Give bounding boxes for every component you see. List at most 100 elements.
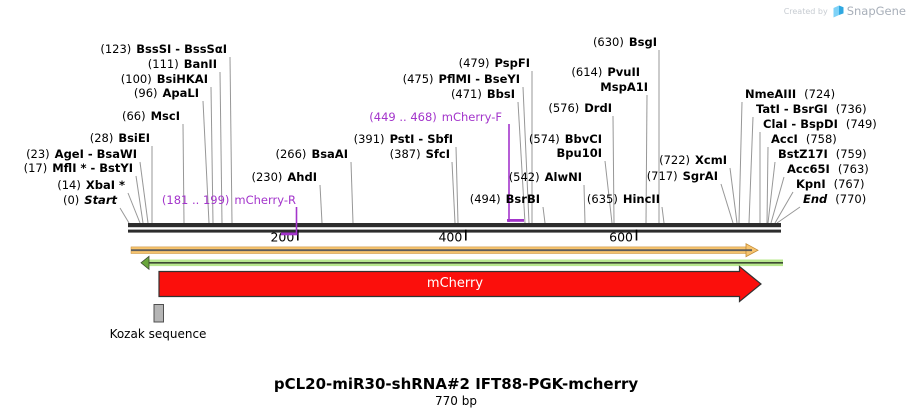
connector-line-end <box>776 206 801 224</box>
enzyme-position: (449 .. 468) <box>369 110 437 124</box>
enzyme-label-mfli-bstyi: (17) MflI * - BstYI <box>24 161 133 176</box>
enzyme-position: (759) <box>835 147 867 161</box>
connector-line-bsrbi <box>542 206 546 224</box>
enzyme-position: AccI <box>771 132 798 146</box>
enzyme-position: (763) <box>837 162 869 176</box>
enzyme-position: BstZ17I <box>778 147 828 161</box>
enzyme-position: (181 .. 199) <box>161 193 230 207</box>
enzyme-label-msci: (66)MscI <box>122 109 180 124</box>
enzyme-position: (614) <box>571 65 603 79</box>
enzyme-name: BsaAI <box>311 147 348 161</box>
sequence-bar-bottom <box>128 229 781 233</box>
enzyme-label-pvuii: (614) PvuII <box>571 65 640 80</box>
enzyme-label-clai-bspdi: ClaI - BspDI(749) <box>763 117 877 132</box>
connector-line-ahdi <box>319 184 323 224</box>
enzyme-label-sfci: (387)SfcI <box>390 147 450 162</box>
enzyme-position: (717) <box>646 169 678 183</box>
enzyme-name: AgeI - BsaWI <box>54 147 137 161</box>
connector-line-bbsi <box>517 101 526 224</box>
enzyme-position: (100) <box>120 72 152 86</box>
enzyme-position: (0) <box>62 193 80 207</box>
enzyme-name: SgrAI <box>682 169 718 183</box>
enzyme-position: (494) <box>469 192 501 206</box>
enzyme-position: (479) <box>458 56 490 70</box>
kozak-sequence-label: Kozak sequence <box>109 327 207 341</box>
connector-line-sfci <box>451 161 456 224</box>
enzyme-label-start: (0) Start <box>63 193 117 208</box>
enzyme-name: PvuII <box>607 65 640 79</box>
map-title: pCL20-miR30-shRNA#2 IFT88-PGK-mcherry <box>273 375 639 393</box>
enzyme-label-pspfi: (479) PspFI <box>459 56 530 71</box>
enzyme-position: (542) <box>508 170 540 184</box>
enzyme-name: XcmI <box>695 153 727 167</box>
snapgene-ribbon-icon <box>833 5 844 17</box>
enzyme-name: mCherry-R <box>234 193 296 207</box>
enzyme-name: DrdI <box>584 101 612 115</box>
enzyme-label-bstz17i: BstZ17I (759) <box>778 147 867 162</box>
enzyme-name: PspFI <box>494 56 530 70</box>
primer-label-mcherry-f: (449 .. 468)mCherry-F <box>369 110 502 125</box>
enzyme-position: NmeAIII <box>745 87 797 101</box>
connector-line-hincii <box>661 206 665 224</box>
enzyme-label-pflmi-bseyi: (475)PflMI - BseYI <box>403 72 520 87</box>
enzyme-name: MflI * - BstYI <box>52 161 133 175</box>
enzyme-label-acc65i: Acc65I (763) <box>787 162 869 177</box>
enzyme-label-end: End(770) <box>803 192 866 207</box>
enzyme-label-bsssi-bsss-i: (123)BssSI - BssSαI <box>100 42 227 57</box>
created-by-text: Created by <box>783 6 828 16</box>
enzyme-position: (96) <box>133 86 158 100</box>
enzyme-position: (28) <box>89 131 114 145</box>
enzyme-position: (630) <box>592 35 624 49</box>
enzyme-position: (471) <box>450 87 482 101</box>
kozak-sequence-box <box>153 304 164 323</box>
enzyme-position: (574) <box>528 132 560 146</box>
enzyme-label-sgrai: (717) SgrAI <box>647 169 718 184</box>
enzyme-label-hincii: (635)HincII <box>587 192 660 207</box>
enzyme-name: PflMI - BseYI <box>438 72 520 86</box>
enzyme-name: Bpu10I <box>556 146 602 160</box>
connector-line-banii <box>219 71 223 224</box>
connector-line-drdi <box>612 115 615 224</box>
enzyme-position: (635) <box>586 192 618 206</box>
enzyme-label-bsihkai: (100)BsiHKAI <box>121 72 208 87</box>
connector-line-acci <box>766 146 769 224</box>
ruler-label-200: 200 <box>270 230 294 245</box>
primer-label-mcherry-r: (181 .. 199) mCherry-R <box>162 193 296 208</box>
enzyme-name: PstI - SbfI <box>389 132 453 146</box>
enzyme-name: BsgI <box>628 35 657 49</box>
enzyme-label-psti-sbfi: (391)PstI - SbfI <box>354 132 453 147</box>
connector-line-psti-sbfi <box>455 146 459 224</box>
connector-line-tati-bsrgi <box>748 116 754 224</box>
enzyme-name: Start <box>84 193 117 207</box>
connector-line-xcmi <box>729 167 738 224</box>
enzyme-position: (17) <box>23 161 48 175</box>
green-feature-head <box>140 255 150 271</box>
enzyme-label-kpni: KpnI(767) <box>796 177 865 192</box>
enzyme-label-acci: AccI(758) <box>771 132 837 147</box>
enzyme-label-nmeaiii: NmeAIII(724) <box>745 87 835 102</box>
sequence-bar-top <box>128 223 781 228</box>
enzyme-position: (736) <box>835 102 867 116</box>
snapgene-watermark: Created by SnapGene <box>784 4 906 18</box>
enzyme-position: (14) <box>57 178 81 192</box>
connector-line-mspa1i <box>645 94 648 224</box>
connector-line-bsssi-bsss-i <box>229 56 233 224</box>
enzyme-name: MscI <box>150 109 180 123</box>
enzyme-label-mspa1i: MspA1I <box>600 80 648 95</box>
enzyme-position: Acc65I <box>787 162 830 176</box>
sequence-length-label: 770 bp <box>435 394 477 408</box>
enzyme-label-agei-bsawi: (23)AgeI - BsaWI <box>26 147 137 162</box>
enzyme-name: SfcI <box>425 147 450 161</box>
enzyme-position: (266) <box>275 147 307 161</box>
enzyme-name: ApaLI <box>162 86 200 100</box>
enzyme-label-bsrbi: (494)BsrBI <box>470 192 540 207</box>
connector-line-mfli-bstyi <box>135 175 144 224</box>
enzyme-label-bpu10i: Bpu10I <box>557 146 602 161</box>
mcherry-feature-label: mCherry <box>426 276 484 291</box>
enzyme-label-alwni: (542)AlwNI <box>509 170 582 185</box>
enzyme-position: (770) <box>835 192 867 206</box>
enzyme-label-xbai: (14)XbaI * <box>57 178 125 193</box>
enzyme-position: KpnI <box>796 177 826 191</box>
connector-line-bsaai <box>350 161 354 224</box>
